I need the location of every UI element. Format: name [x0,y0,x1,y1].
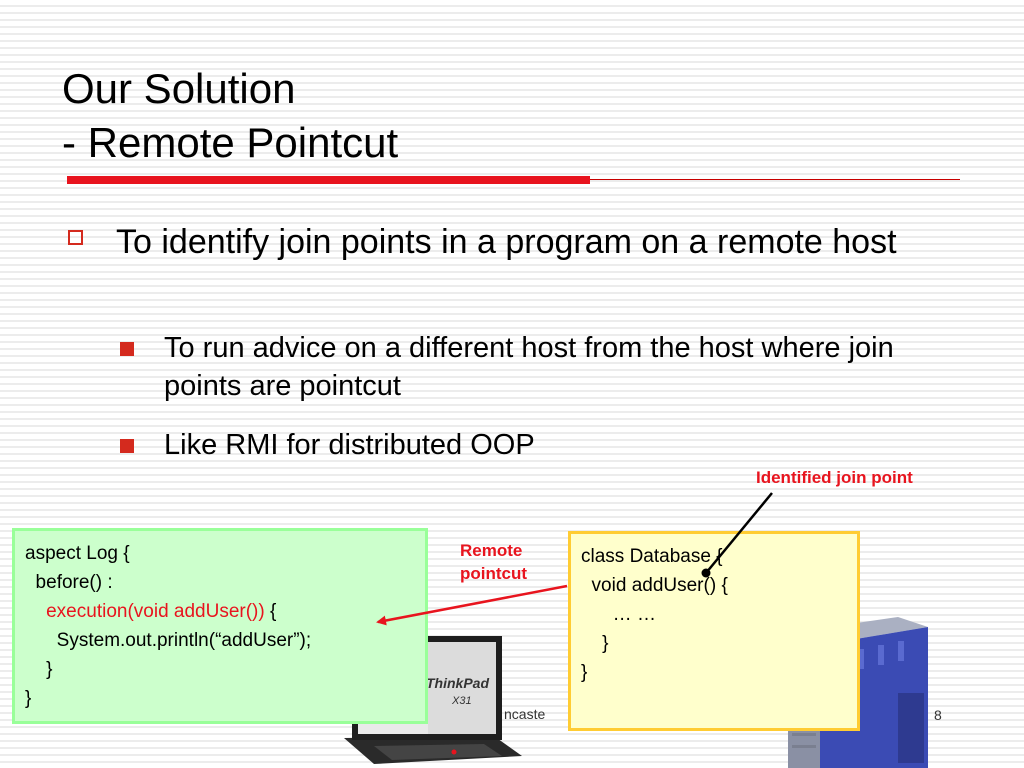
annotation-remote-line1: Remote [460,541,523,560]
annotation-identified-join-point: Identified join point [756,468,913,487]
code-line: } [25,659,53,680]
sub-bullet-2: Like RMI for distributed OOP [118,426,938,464]
title-line-2: - Remote Pointcut [62,119,399,166]
laptop-model-label: X31 [451,695,472,707]
code-line: System.out.println(“addUser”); [25,630,312,651]
code-line: before() : [25,572,113,593]
title-line-1: Our Solution [62,65,296,112]
code-line: } [25,688,32,709]
annotation-remote-pointcut: Remote pointcut [460,539,527,585]
pointcut-expression: execution(void addUser()) [25,601,265,622]
code-fragment: { [264,601,277,622]
code-line: execution(void addUser()) { [25,597,415,626]
laptop-brand-label: ThinkPad [426,675,489,691]
main-bullet-text: To identify join points in a program on … [116,223,897,261]
code-line: void addUser() { [581,575,728,596]
sub-bullet-2-text: Like RMI for distributed OOP [164,429,535,461]
annotation-remote-line2: pointcut [460,564,528,583]
code-line: aspect Log { [25,543,130,564]
code-line: } [581,633,609,654]
main-bullet: To identify join points in a program on … [68,219,928,266]
aspect-code-box: aspect Log { before() : execution(void a… [12,528,428,724]
footer-text: ncaste [504,706,546,722]
slide-title: Our Solution - Remote Pointcut [62,62,398,170]
hollow-square-bullet-icon [68,230,83,245]
page-number: 8 [934,707,942,723]
code-line: … … [581,604,656,625]
code-line: class Database { [581,546,723,567]
title-underline-thick [67,176,590,184]
class-code-box: class Database { void addUser() { … … } … [568,531,860,731]
code-line: } [581,662,588,683]
filled-square-bullet-icon [120,342,134,356]
sub-bullet-1: To run advice on a different host from t… [118,329,938,405]
sub-bullet-1-text: To run advice on a different host from t… [164,332,894,402]
filled-square-bullet-icon [120,439,134,453]
